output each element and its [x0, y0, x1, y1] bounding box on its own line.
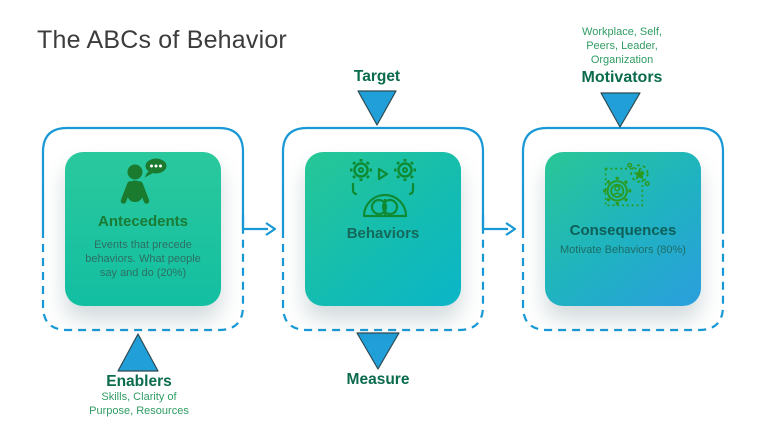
page-title: The ABCs of Behavior: [37, 26, 287, 54]
enablers-context-line: Skills, Clarity of: [101, 391, 177, 403]
gear-achievement-star-icon: [603, 162, 650, 207]
enablers-label: Enablers: [106, 373, 172, 390]
motivators-context-line: Organization: [590, 53, 654, 66]
arrow-antecedents-to-behaviors: [241, 215, 268, 231]
motivators-context-line: Peers, Leader,: [586, 39, 658, 52]
target-label: Target: [353, 68, 401, 85]
antecedents-title: Antecedents: [97, 213, 189, 230]
behaviors-title: Behaviors: [346, 225, 420, 242]
antecedents-card: Antecedents Events that precede behavior…: [65, 152, 221, 306]
star-glyph: [633, 168, 646, 180]
antecedents-description: Events that precede behaviors. What peop…: [85, 239, 201, 280]
enablers-triangle-icon: [117, 333, 159, 372]
arrow-behaviors-to-consequences: [481, 215, 508, 231]
motivators-label: Motivators: [581, 68, 663, 86]
gears-brain-dome-icon: [348, 157, 418, 218]
person-speech-icon: [120, 158, 167, 204]
enablers-context-line: Purpose, Resources: [89, 404, 189, 417]
motivators-context-line: Workplace, Self,: [582, 26, 662, 38]
consequences-description: Motivate Behaviors (80%): [560, 244, 686, 256]
measure-label: Measure: [346, 371, 410, 388]
measure-triangle-icon: [356, 332, 400, 370]
arrow-head-icon: [265, 222, 277, 236]
consequences-title: Consequences: [569, 222, 677, 239]
arrow-head-icon: [505, 222, 517, 236]
enablers-block: Enablers Skills, Clarity of Purpose, Res…: [64, 373, 214, 419]
consequences-card: Consequences Motivate Behaviors (80%): [545, 152, 701, 306]
motivators-triangle-icon: [600, 92, 641, 128]
motivators-block: Workplace, Self, Peers, Leader, Organiza…: [546, 26, 698, 87]
behaviors-card: Behaviors: [305, 152, 461, 306]
target-triangle-icon: [357, 90, 397, 126]
